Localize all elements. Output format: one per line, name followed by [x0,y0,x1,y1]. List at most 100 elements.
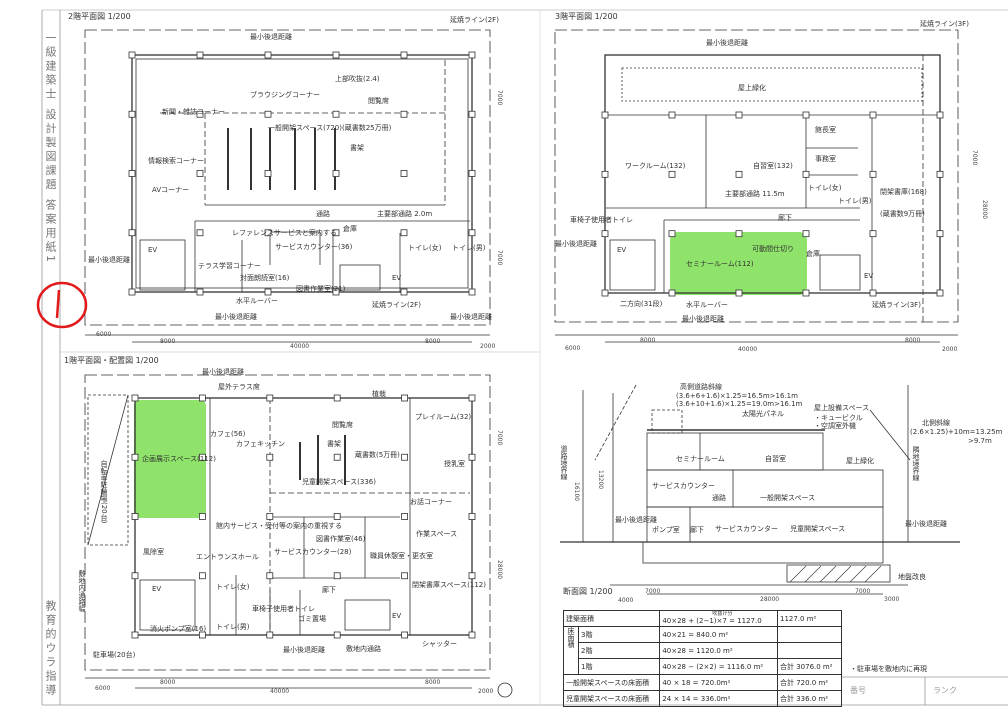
floor3-room-label: 館長室 [815,126,836,134]
floor3-room-label: 主要部通路 11.5m [725,190,785,198]
structural-column [196,288,204,296]
section-room-label: 屋上緑化 [846,457,874,465]
structural-column [266,394,274,402]
floor2-room-label: サービスカウンター(36) [275,243,353,251]
floor-total [776,626,843,643]
structural-column [264,288,272,296]
floor3-dimension-label: 8000 [905,337,921,344]
floor-calc: 40×21 = 840.0 m² [659,626,778,643]
floor1-room-label: 企画展示スペース(112) [142,455,216,463]
floor3-room-label: 閉架書庫(168) [880,188,927,196]
structural-column [198,453,206,461]
structural-column [735,111,743,119]
floor2-room-label: 倉庫 [343,225,357,233]
floor2-room-label: 最小後退距離 [215,313,257,321]
floor1-room-label: プレイルーム(32) [415,413,472,421]
structural-column [198,513,206,520]
structural-column [468,572,476,580]
section-room-label: 屋上設備スペース [814,404,870,412]
section-dimension-label: 4000 [618,597,634,604]
floor1-room-label: 敷地内通路幅 [78,570,86,612]
floor2-room-label: 主要部通路 2.0m [377,210,433,218]
table-row: 1階 40×28 − (2×2) = 1116.0 m² 合計 3076.0 m… [564,658,843,675]
structural-column [802,170,810,178]
floor3-dimension-label: 2000 [942,346,958,353]
floor3-room-label: 最小後退距離 [555,240,597,248]
structural-column [400,110,408,118]
section-dimension-label: 7000 [855,588,871,595]
building-area-label: 建築面積 [562,610,661,627]
floor3-dimension-label: 7000 [971,150,978,166]
floor1-room-label: 最小後退距離 [283,646,325,654]
structural-column [332,170,340,177]
structural-column [601,289,609,297]
floor3-room-label: (蔵書数9万冊) [880,210,925,218]
structural-column [936,289,944,297]
children-area-total: 合計 336.0 m² [776,690,843,707]
structural-column [198,572,206,580]
structural-column [196,51,204,59]
structural-column [401,453,409,461]
structural-column [266,453,274,461]
floor2-room-label: 延焼ライン(2F) [372,301,421,309]
floor1-room-label: 館内サービス・受付等の案内の重視する [216,522,342,530]
structural-column [128,51,136,59]
floor2-room-label: EV [392,274,402,282]
structural-column [198,631,206,639]
structural-column [332,110,340,118]
section-room-label: 最小後退距離 [905,520,947,528]
red-annotation-mark [36,281,88,329]
structural-column [400,51,408,59]
floor1-room-label: 蔵書数(5万冊) [355,451,400,459]
structural-column [468,110,476,118]
floor2-room-label: 最小後退距離 [88,256,130,264]
floor1-room-label: トイレ(男) [216,623,250,631]
floor2-room-label: 最小後退距離 [250,33,292,41]
floor1-room-label: 敷地内通路 [346,645,381,653]
floor1-room-label: EV [152,585,162,593]
floor1-title: 1階平面図・配置図 1/200 [64,356,159,365]
children-area-calc: 24 × 14 = 336.0m² [659,690,778,707]
parking-note: ・駐車場を敷地内に再現 [850,665,927,673]
structural-column [332,51,340,59]
floor3-room-label: 二方向(31段) [620,300,663,308]
floor2-room-label: ブラウジングコーナー [250,91,320,99]
section-room-label: 通路 [712,494,726,502]
structural-column [735,170,743,178]
table-row: 2階 40×28 = 1120.0 m² [564,642,843,659]
section-room-label: 北側斜線 [922,419,950,427]
structural-column [468,513,476,520]
floor2-room-label: AVコーナー [152,186,190,194]
floor1-room-label: カフェキッチン [236,440,285,448]
floor1-room-label: 職員休憩室・更衣室 [370,552,433,560]
structural-column [468,288,476,296]
structural-column [869,170,877,178]
structural-column [468,229,476,237]
structural-column [128,288,136,296]
structural-column [401,631,409,639]
floor3-dimension-label: 6000 [565,345,581,352]
floor3-columns [601,111,944,297]
floor1-dimension-label: 7000 [496,430,503,446]
floor-total [776,642,843,659]
structural-column [802,230,810,238]
section-room-label: 児童開架スペース [790,525,846,533]
floor3-dimension-label: 28000 [981,200,988,220]
section-room-label: >9.7m [968,437,992,445]
floor1-room-label: 風除室 [143,548,164,556]
structural-column [333,453,341,461]
building-area-formula: 40×28 + (2−1)×7 = 1127.0 [662,617,762,625]
building-area-note: 吹抜け分 [712,611,733,617]
floor2-dimension-label: 8000 [425,338,441,345]
floor2-room-label: 一般開架スペース(720)(蔵書数25万冊) [268,124,392,132]
floor1-room-label: 自転車駐輪場(20台) [100,460,108,524]
structural-column [198,394,206,402]
floor1-room-label: カフェ(56) [210,430,246,438]
floor-name: 1階 [577,658,661,675]
structural-column [131,394,139,402]
structural-column [401,394,409,402]
floor2-plan-linework [84,29,491,343]
floor3-plan-linework [554,29,959,343]
structural-column [468,170,476,177]
structural-column [266,631,274,639]
